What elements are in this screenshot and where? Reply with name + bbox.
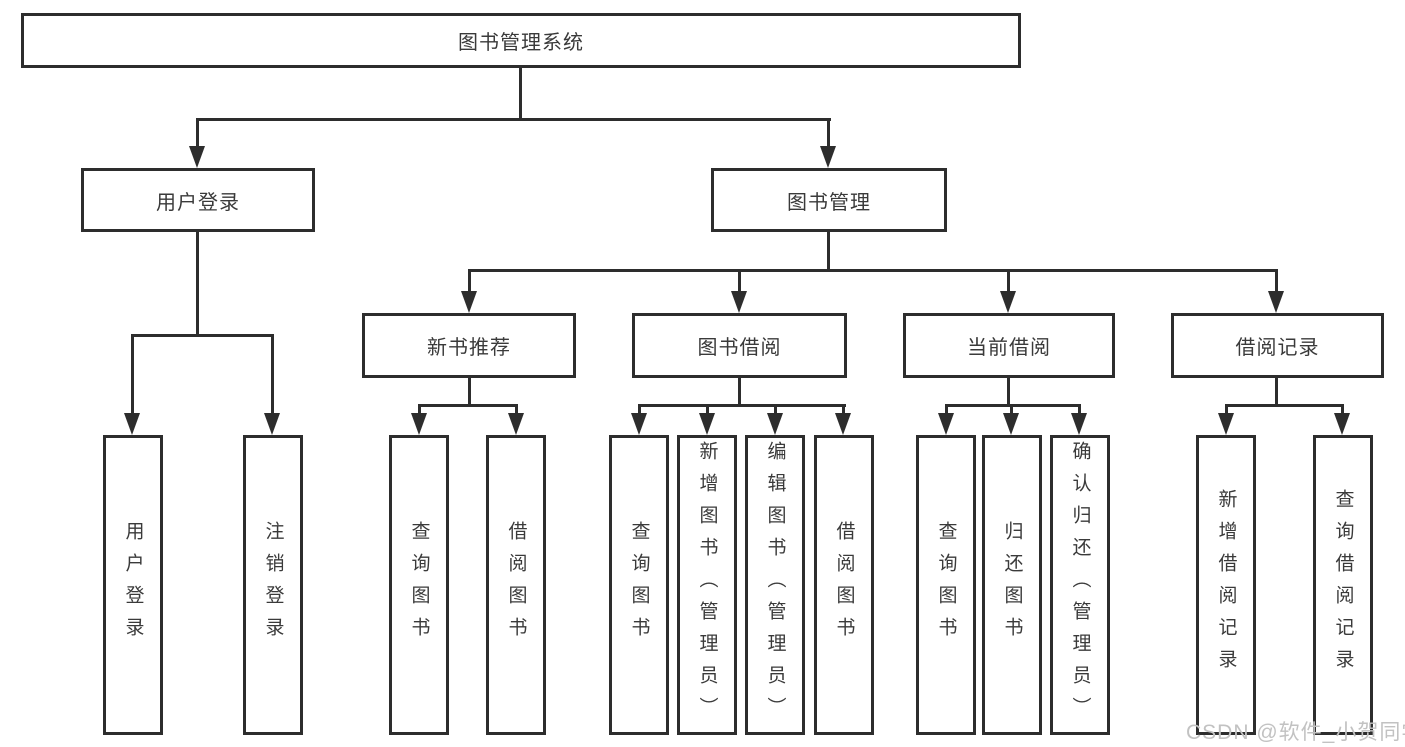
leaf-logout: 注销登录 [243, 435, 303, 735]
leaf-borrow-books-label: 借阅图书 [833, 521, 855, 649]
leaf-add-books-admin-label: 新增图书（管理员） [696, 441, 718, 729]
connector-line [738, 269, 741, 294]
connector-line [945, 404, 1081, 407]
connector-line [196, 118, 831, 121]
connector-line [842, 404, 845, 417]
leaf-search-books-recommend: 查询图书 [389, 435, 449, 735]
connector-line [1007, 269, 1010, 294]
arrow-down [1218, 413, 1234, 435]
arrow-down [1071, 413, 1087, 435]
arrow-down [938, 413, 954, 435]
node-book-management-module: 图书管理 [711, 168, 947, 232]
node-book-borrowing-label: 图书借阅 [697, 337, 782, 359]
connector-line [271, 334, 274, 417]
node-new-book-recommend-label: 新书推荐 [427, 337, 511, 359]
connector-line [1225, 404, 1228, 417]
connector-line [706, 404, 709, 417]
leaf-query-borrow-record: 查询借阅记录 [1313, 435, 1373, 735]
node-book-borrowing: 图书借阅 [632, 313, 847, 378]
connector-line [1078, 404, 1081, 417]
connector-line [945, 404, 948, 417]
arrow-down [189, 146, 205, 168]
connector-line [131, 334, 134, 417]
leaf-borrow-books-recommend-label: 借阅图书 [505, 521, 527, 649]
connector-line [1225, 404, 1344, 407]
leaf-return-books-label: 归还图书 [1001, 521, 1023, 649]
connector-line [1010, 404, 1013, 417]
connector-line [418, 404, 518, 407]
leaf-user-login: 用户登录 [103, 435, 163, 735]
arrow-down [1334, 413, 1350, 435]
arrow-down [1003, 413, 1019, 435]
leaf-search-books-borrow: 查询图书 [609, 435, 669, 735]
arrow-down [264, 413, 280, 435]
leaf-add-books-admin: 新增图书（管理员） [677, 435, 737, 735]
leaf-borrow-books: 借阅图书 [814, 435, 874, 735]
leaf-add-borrow-record-label: 新增借阅记录 [1215, 489, 1237, 681]
leaf-query-borrow-record-label: 查询借阅记录 [1332, 489, 1354, 681]
connector-line [418, 404, 421, 417]
arrow-down [835, 413, 851, 435]
node-user-login-module: 用户登录 [81, 168, 315, 232]
node-book-management-label: 图书管理 [787, 191, 871, 214]
connector-line [827, 232, 830, 271]
connector-line [468, 378, 471, 407]
arrow-down [767, 413, 783, 435]
connector-line [1007, 378, 1010, 407]
arrow-down [124, 413, 140, 435]
node-new-book-recommend: 新书推荐 [362, 313, 576, 378]
node-borrowing-records: 借阅记录 [1171, 313, 1384, 378]
connector-line [738, 378, 741, 407]
leaf-edit-books-admin: 编辑图书（管理员） [745, 435, 805, 735]
connector-line [638, 404, 641, 417]
node-root-system: 图书管理系统 [21, 13, 1021, 68]
connector-line [638, 404, 846, 407]
arrow-down [508, 413, 524, 435]
arrow-down [820, 146, 836, 168]
leaf-edit-books-admin-label: 编辑图书（管理员） [764, 441, 786, 729]
leaf-add-borrow-record: 新增借阅记录 [1196, 435, 1256, 735]
node-borrowing-records-label: 借阅记录 [1235, 337, 1320, 359]
node-root-label: 图书管理系统 [458, 32, 584, 54]
connector-line [774, 404, 777, 417]
arrow-down [699, 413, 715, 435]
connector-line [196, 232, 199, 337]
leaf-borrow-books-recommend: 借阅图书 [486, 435, 546, 735]
connector-line [468, 269, 471, 294]
leaf-return-books: 归还图书 [982, 435, 1042, 735]
connector-line [131, 334, 274, 337]
arrow-down [411, 413, 427, 435]
node-user-login-label: 用户登录 [156, 191, 240, 214]
arrow-down [1268, 291, 1284, 313]
arrow-down [731, 291, 747, 313]
connector-line [1341, 404, 1344, 417]
connector-line [515, 404, 518, 417]
leaf-search-books-current: 查询图书 [916, 435, 976, 735]
connector-line [1275, 378, 1278, 407]
connector-line [196, 120, 199, 148]
watermark: CSDN @软件_小贺同学 [1186, 721, 1405, 744]
leaf-search-books-recommend-label: 查询图书 [408, 521, 430, 649]
leaf-search-books-borrow-label: 查询图书 [628, 521, 650, 649]
node-current-borrowing: 当前借阅 [903, 313, 1115, 378]
leaf-confirm-return-admin: 确认归还（管理员） [1050, 435, 1110, 735]
arrow-down [1000, 291, 1016, 313]
connector-line [1275, 269, 1278, 294]
leaf-confirm-return-admin-label: 确认归还（管理员） [1069, 441, 1091, 729]
leaf-search-books-current-label: 查询图书 [935, 521, 957, 649]
connector-line [519, 68, 522, 120]
connector-line [468, 269, 1278, 272]
arrow-down [631, 413, 647, 435]
arrow-down [461, 291, 477, 313]
node-current-borrowing-label: 当前借阅 [967, 337, 1051, 359]
connector-line [827, 120, 830, 148]
leaf-logout-label: 注销登录 [262, 521, 284, 649]
leaf-user-login-label: 用户登录 [122, 521, 144, 649]
